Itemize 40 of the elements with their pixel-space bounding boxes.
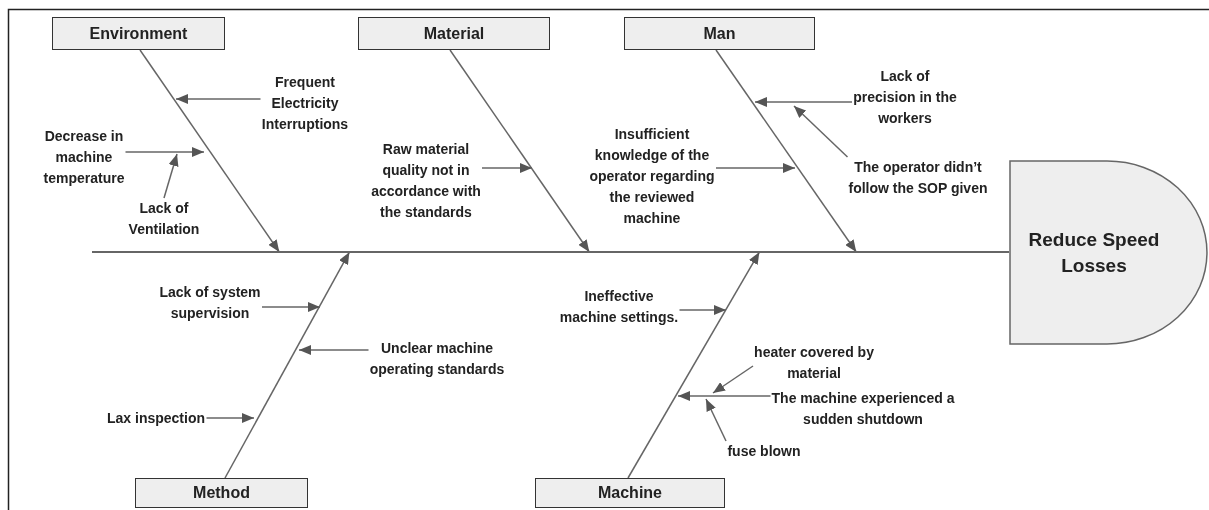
arrow bbox=[224, 251, 351, 479]
cause-label: Insufficient knowledge of the operator regarding the reviewed machine bbox=[588, 124, 716, 229]
arrow bbox=[175, 94, 262, 104]
category-box: Man bbox=[624, 17, 815, 50]
arrow bbox=[754, 97, 853, 107]
cause-label: Lack of system supervision bbox=[158, 282, 262, 324]
cause-label: Ineffective machine settings. bbox=[558, 286, 680, 328]
arrow bbox=[261, 302, 321, 312]
arrow bbox=[715, 163, 796, 173]
cause-label: Lack of Ventilation bbox=[127, 198, 201, 240]
arrow bbox=[481, 163, 533, 173]
arrow bbox=[298, 345, 370, 355]
cause-label: Unclear machine operating standards bbox=[368, 338, 506, 380]
arrow bbox=[139, 49, 281, 253]
cause-label: Frequent Electricity Interruptions bbox=[260, 72, 350, 135]
category-box: Machine bbox=[535, 478, 725, 508]
category-box: Material bbox=[358, 17, 550, 50]
cause-label: The machine experienced a sudden shutdown bbox=[770, 388, 956, 430]
cause-label: heater covered by material bbox=[753, 342, 875, 384]
arrow bbox=[712, 365, 754, 394]
arrow bbox=[793, 105, 849, 158]
cause-label: fuse blown bbox=[726, 441, 802, 462]
category-box: Environment bbox=[52, 17, 225, 50]
arrow bbox=[627, 251, 761, 479]
arrow bbox=[205, 413, 255, 423]
cause-label: Decrease in machine temperature bbox=[42, 126, 126, 189]
arrow bbox=[449, 49, 591, 253]
cause-label: Raw material quality not in accordance with the standards bbox=[370, 139, 482, 223]
cause-label: Lax inspection bbox=[105, 408, 207, 429]
arrow bbox=[163, 153, 179, 199]
arrow bbox=[124, 147, 205, 157]
arrow bbox=[678, 305, 727, 315]
spine-line bbox=[92, 251, 1009, 253]
cause-label: The operator didn’t follow the SOP given bbox=[847, 157, 989, 199]
arrow bbox=[677, 391, 772, 401]
effect-head: Reduce Speed Losses bbox=[1009, 160, 1209, 345]
arrow bbox=[705, 398, 727, 442]
arrow bbox=[715, 49, 858, 253]
cause-label: Lack of precision in the workers bbox=[852, 66, 958, 129]
category-box: Method bbox=[135, 478, 308, 508]
